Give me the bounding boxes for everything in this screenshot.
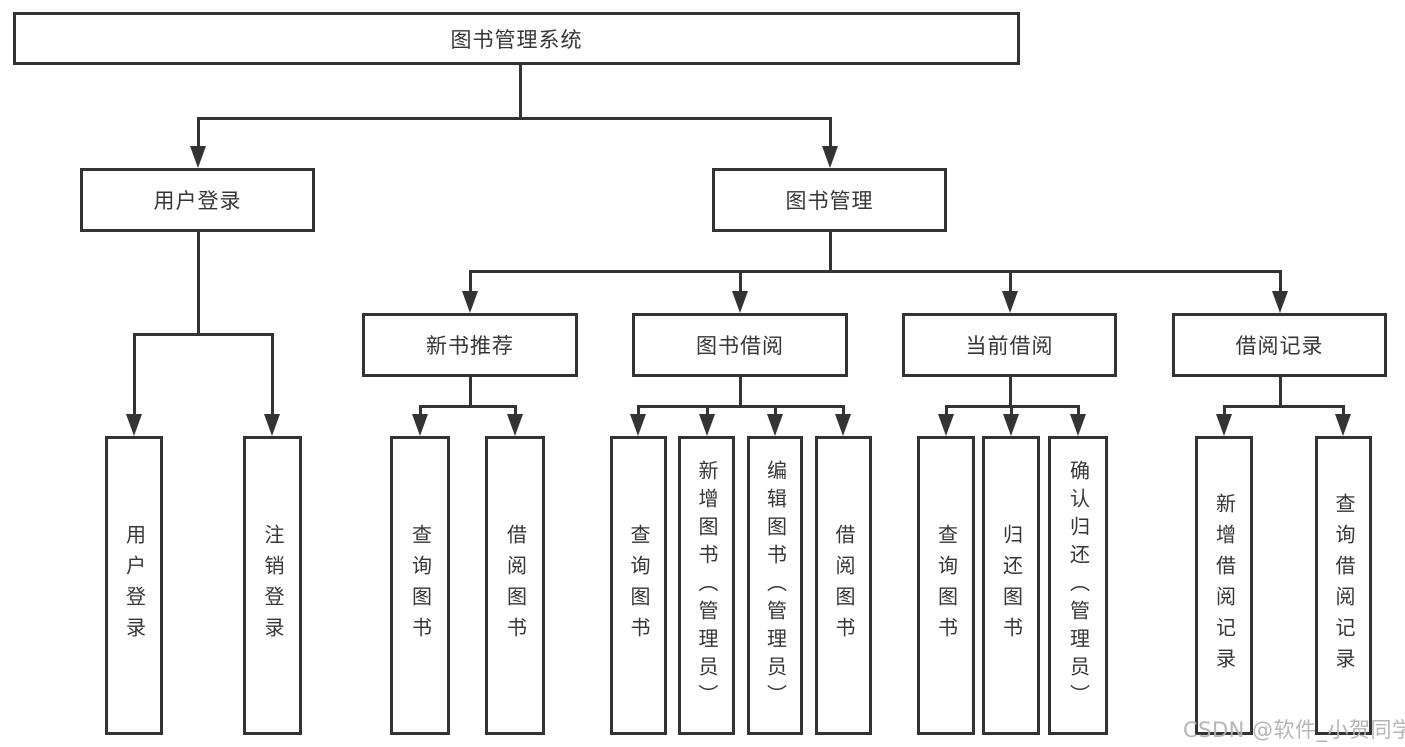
connector-line xyxy=(1342,405,1345,419)
node-leaf-confirm-return-admin-label: 确认归还（管理员） xyxy=(1066,459,1091,712)
node-current-borrowing: 当前借阅 xyxy=(902,313,1117,377)
node-new-book-recommend-label: 新书推荐 xyxy=(426,334,514,358)
connector-line xyxy=(1279,377,1282,408)
connector-line xyxy=(1010,405,1013,419)
connector-line xyxy=(469,377,472,408)
node-leaf-user-login: 用户登录 xyxy=(105,436,163,735)
connector-line xyxy=(829,117,832,149)
connector-line xyxy=(739,377,742,408)
node-leaf-edit-books-admin-label: 编辑图书（管理员） xyxy=(763,459,788,712)
arrow-down-icon xyxy=(462,291,478,313)
connector-line xyxy=(197,232,200,336)
node-leaf-add-books-admin: 新增图书（管理员） xyxy=(678,436,735,735)
node-library-system-label: 图书管理系统 xyxy=(450,27,583,52)
node-leaf-query-books-recommend-label: 查询图书 xyxy=(408,523,433,648)
connector-line xyxy=(419,405,422,419)
node-leaf-borrow-books-recommend: 借阅图书 xyxy=(485,436,545,735)
connector-line xyxy=(133,333,136,417)
connector-line xyxy=(519,64,522,120)
arrow-down-icon xyxy=(835,414,851,436)
arrow-down-icon xyxy=(1272,291,1288,313)
node-leaf-query-borrow-record-label: 查询借阅记录 xyxy=(1332,492,1356,679)
arrow-down-icon xyxy=(1002,291,1018,313)
connector-line xyxy=(1279,270,1282,294)
arrow-down-icon xyxy=(767,414,783,436)
node-leaf-borrow-books-recommend-label: 借阅图书 xyxy=(503,523,528,648)
node-borrowing-records-label: 借阅记录 xyxy=(1235,334,1324,358)
connector-line xyxy=(945,405,948,419)
node-library-system: 图书管理系统 xyxy=(13,12,1020,65)
connector-line xyxy=(637,405,640,419)
connector-line xyxy=(197,117,832,120)
connector-line xyxy=(829,232,832,273)
node-leaf-confirm-return-admin: 确认归还（管理员） xyxy=(1048,436,1108,735)
watermark: CSDN @软件_小贺同学 xyxy=(1183,718,1405,742)
arrow-down-icon xyxy=(126,414,142,436)
node-leaf-borrow-books-borrowing: 借阅图书 xyxy=(815,436,872,735)
node-leaf-add-borrow-record-label: 新增借阅记录 xyxy=(1212,492,1237,679)
connector-line xyxy=(1009,377,1012,408)
node-book-management: 图书管理 xyxy=(712,168,947,232)
connector-line xyxy=(706,405,709,419)
node-leaf-add-borrow-record: 新增借阅记录 xyxy=(1195,436,1253,735)
connector-line xyxy=(1009,270,1012,294)
connector-line xyxy=(419,405,517,408)
node-leaf-logout: 注销登录 xyxy=(243,436,302,735)
arrow-down-icon xyxy=(412,414,428,436)
connector-line xyxy=(774,405,777,419)
node-new-book-recommend: 新书推荐 xyxy=(362,313,578,377)
node-book-borrowing-label: 图书借阅 xyxy=(696,334,784,358)
arrow-down-icon xyxy=(822,146,838,168)
connector-line xyxy=(133,333,274,336)
node-leaf-logout-label: 注销登录 xyxy=(261,523,285,648)
arrow-down-icon xyxy=(732,291,748,313)
connector-line xyxy=(469,270,1282,273)
connector-line xyxy=(1223,405,1345,408)
connector-line xyxy=(1223,405,1226,419)
connector-line xyxy=(637,405,845,408)
arrow-down-icon xyxy=(699,414,715,436)
connector-line xyxy=(469,270,472,294)
node-leaf-add-books-admin-label: 新增图书（管理员） xyxy=(695,459,719,712)
node-user-login: 用户登录 xyxy=(80,168,315,232)
node-leaf-query-books-recommend: 查询图书 xyxy=(390,436,450,735)
node-leaf-user-login-label: 用户登录 xyxy=(122,523,147,648)
node-leaf-query-books-current-label: 查询图书 xyxy=(934,523,959,648)
connector-line xyxy=(514,405,517,419)
arrow-down-icon xyxy=(1070,414,1086,436)
node-book-borrowing: 图书借阅 xyxy=(632,313,848,377)
arrow-down-icon xyxy=(938,414,954,436)
connector-line xyxy=(739,270,742,294)
arrow-down-icon xyxy=(630,414,646,436)
arrow-down-icon xyxy=(190,146,206,168)
connector-line xyxy=(271,333,274,417)
arrow-down-icon xyxy=(1335,414,1351,436)
node-leaf-return-books-label: 归还图书 xyxy=(999,523,1024,648)
node-user-login-label: 用户登录 xyxy=(153,189,242,213)
connector-line xyxy=(197,117,200,149)
connector-line xyxy=(1077,405,1080,419)
arrow-down-icon xyxy=(1216,414,1232,436)
arrow-down-icon xyxy=(507,414,523,436)
node-leaf-query-books-borrowing-label: 查询图书 xyxy=(627,523,651,648)
node-leaf-query-borrow-record: 查询借阅记录 xyxy=(1315,436,1372,735)
node-leaf-edit-books-admin: 编辑图书（管理员） xyxy=(747,436,803,735)
node-borrowing-records: 借阅记录 xyxy=(1172,313,1387,377)
node-leaf-return-books: 归还图书 xyxy=(982,436,1040,735)
node-leaf-query-books-borrowing: 查询图书 xyxy=(610,436,667,735)
node-leaf-borrow-books-borrowing-label: 借阅图书 xyxy=(832,523,856,648)
node-current-borrowing-label: 当前借阅 xyxy=(965,334,1054,358)
connector-line xyxy=(842,405,845,419)
node-leaf-query-books-current: 查询图书 xyxy=(917,436,975,735)
arrow-down-icon xyxy=(1003,414,1019,436)
arrow-down-icon xyxy=(264,414,280,436)
node-book-management-label: 图书管理 xyxy=(785,189,874,213)
